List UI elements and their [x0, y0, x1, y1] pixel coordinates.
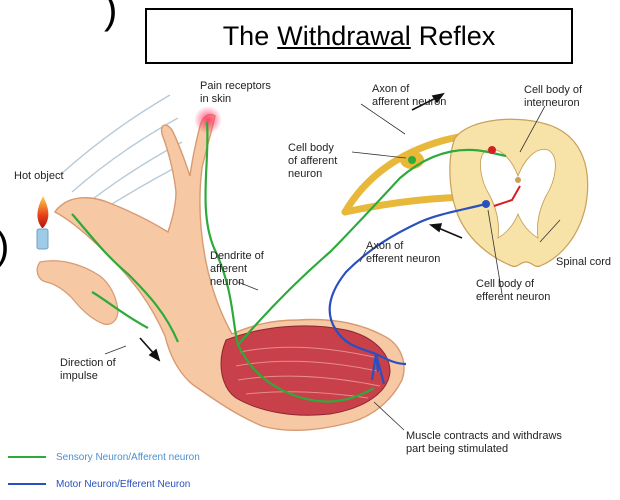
legend-motor: Motor Neuron/Efferent Neuron	[8, 477, 190, 491]
label-spinal-cord: Spinal cord	[556, 256, 611, 269]
afferent-cell-body-icon	[408, 156, 416, 164]
motion-lines	[60, 95, 186, 214]
legend-label-motor: Motor Neuron/Efferent Neuron	[56, 479, 190, 490]
legend-swatch-sensory	[8, 456, 46, 458]
legend-label-sensory: Sensory Neuron/Afferent neuron	[56, 452, 200, 463]
spinal-cord	[450, 119, 588, 266]
hot-object-candle	[37, 196, 48, 249]
interneuron-cell-body-icon	[488, 146, 496, 154]
legend-swatch-motor	[8, 483, 46, 485]
flame-icon	[37, 196, 48, 228]
legend-sensory: Sensory Neuron/Afferent neuron	[8, 450, 200, 464]
label-hot-object: Hot object	[14, 170, 64, 183]
muscle-icon	[221, 326, 390, 415]
efferent-cell-body-icon	[482, 200, 490, 208]
